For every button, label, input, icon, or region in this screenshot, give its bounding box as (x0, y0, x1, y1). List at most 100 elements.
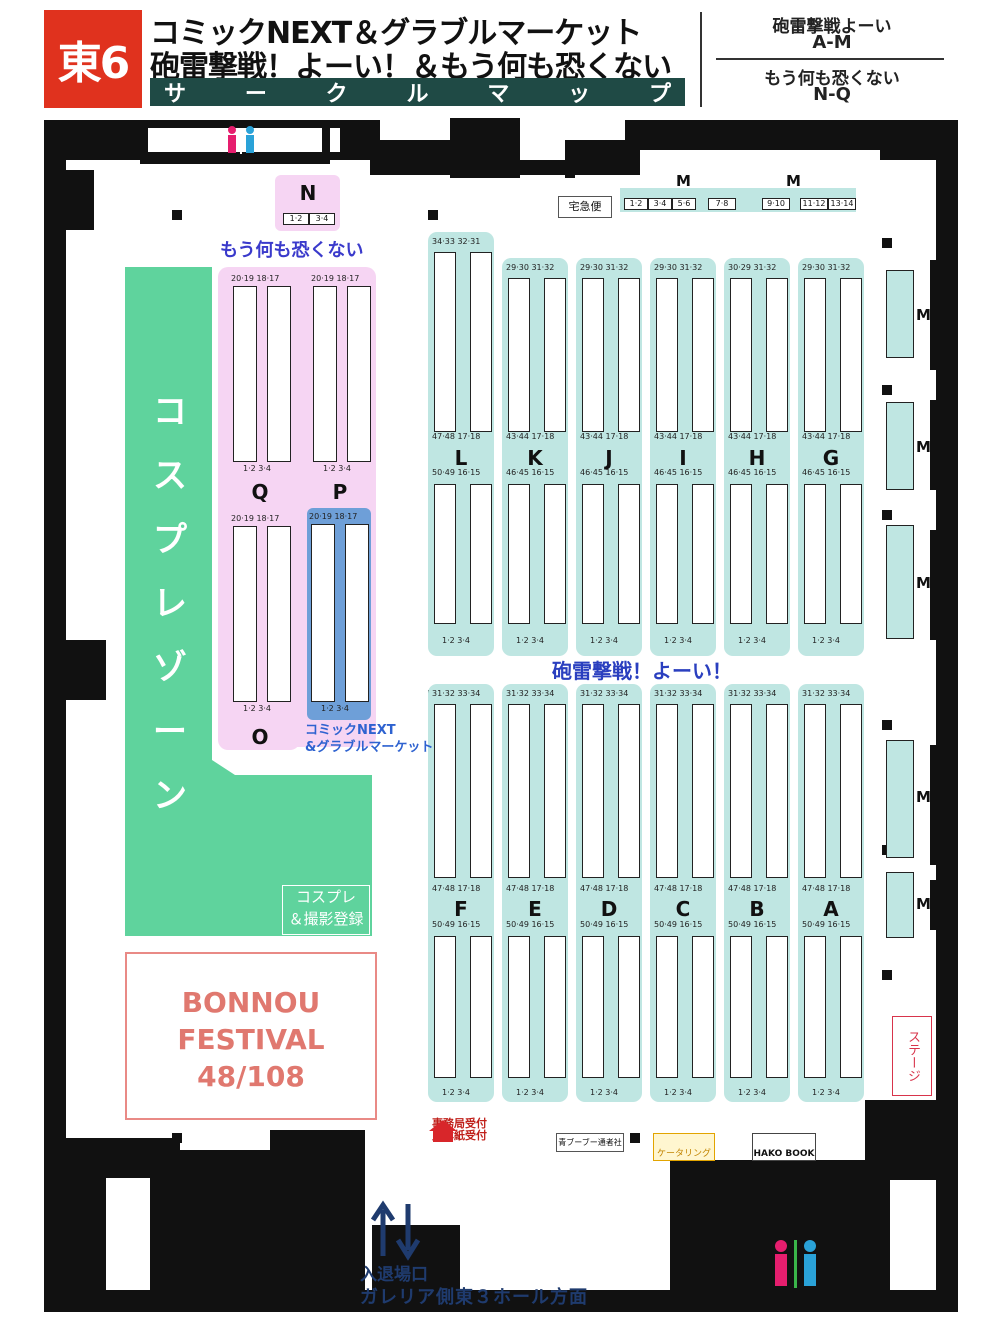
booth-row[interactable] (470, 704, 492, 878)
booth-row[interactable] (544, 278, 566, 432)
booth-row[interactable] (656, 704, 678, 878)
m-booth[interactable]: 13·14 (828, 198, 856, 210)
subtitle-char: ク (325, 82, 348, 107)
booth-row[interactable] (582, 484, 604, 624)
island-head-label: 29·30 31·32 (654, 263, 703, 272)
booth-takkyubin[interactable]: 宅急便 (558, 196, 612, 218)
booth-row[interactable] (840, 278, 862, 432)
m-booth[interactable]: 5·6 (672, 198, 696, 210)
m-wall-block[interactable] (886, 872, 914, 938)
legend-range-2: N-Q (813, 84, 851, 105)
booth-row[interactable] (544, 936, 566, 1078)
n-booth[interactable]: 1·2 (283, 213, 309, 225)
booth-row[interactable] (804, 704, 826, 878)
island-foot-label: 1·2 3·4 (664, 636, 692, 645)
booth-row[interactable] (311, 524, 335, 702)
stage[interactable]: ステージ (892, 1016, 932, 1096)
m-wall-block[interactable] (886, 740, 914, 858)
island-mid-label: 43·44 17·18 (802, 432, 851, 441)
booth-row[interactable] (804, 936, 826, 1078)
booth-hako-book[interactable]: HAKO BOOK (752, 1133, 816, 1161)
booth-row[interactable] (692, 278, 714, 432)
booth-row[interactable] (508, 278, 530, 432)
subtitle-char: サ (164, 82, 187, 107)
booth-publisher[interactable]: 青ブーブー通者社 (556, 1133, 624, 1152)
booth-catering[interactable]: ケータリング (653, 1133, 715, 1161)
booth-row[interactable] (656, 484, 678, 624)
booth-row[interactable] (618, 936, 640, 1078)
booth-row[interactable] (692, 484, 714, 624)
booth-row[interactable] (730, 936, 752, 1078)
legend-divider (716, 58, 944, 60)
booth-row[interactable] (508, 484, 530, 624)
booth-row[interactable] (434, 252, 456, 432)
island-mid-label: 47·48 17·18 (580, 884, 629, 893)
subtitle-char: ッ (568, 82, 591, 107)
booth-row[interactable] (730, 484, 752, 624)
m-booth[interactable]: 9·10 (762, 198, 790, 210)
entrance-label: 入退場口 (360, 1265, 428, 1285)
block-label-o: O (251, 725, 269, 749)
cosplay-char: ス (153, 456, 187, 496)
block-label-m: M (916, 306, 931, 324)
island-mid-label: 47·48 17·18 (432, 884, 481, 893)
booth-row[interactable] (618, 278, 640, 432)
block-label-bottom-5: A (823, 897, 839, 921)
booth-row[interactable] (582, 936, 604, 1078)
booth-row[interactable] (267, 526, 291, 702)
booth-row[interactable] (508, 936, 530, 1078)
booth-row[interactable] (508, 704, 530, 878)
m-booth[interactable]: 1·2 (624, 198, 648, 210)
booth-row[interactable] (692, 936, 714, 1078)
island-mid-label: 47·48 17·18 (506, 884, 555, 893)
booth-row[interactable] (766, 278, 788, 432)
booth-row[interactable] (470, 252, 492, 432)
booth-row[interactable] (766, 936, 788, 1078)
booth-row[interactable] (434, 704, 456, 878)
booth-row[interactable] (470, 484, 492, 624)
booth-row[interactable] (582, 704, 604, 878)
booth-row[interactable] (656, 278, 678, 432)
block-label-0: L (454, 446, 468, 470)
subtitle-char: ー (244, 82, 267, 107)
m-wall-block[interactable] (886, 525, 914, 639)
m-wall-block[interactable] (886, 270, 914, 358)
booth-row[interactable] (434, 936, 456, 1078)
booth-row[interactable] (840, 704, 862, 878)
bonnou-label: BONNOU (181, 986, 321, 1019)
booth-row[interactable] (730, 278, 752, 432)
booth-row[interactable] (347, 286, 371, 462)
booth-row[interactable] (313, 286, 337, 462)
booth-row[interactable] (656, 936, 678, 1078)
booth-row[interactable] (267, 286, 291, 462)
booth-row[interactable] (766, 484, 788, 624)
booth-row[interactable] (345, 524, 369, 702)
booth-row[interactable] (804, 484, 826, 624)
booth-row[interactable] (582, 278, 604, 432)
booth-row[interactable] (766, 704, 788, 878)
booth-row[interactable] (544, 484, 566, 624)
booth-row[interactable] (434, 484, 456, 624)
booth-row[interactable] (470, 936, 492, 1078)
booth-row[interactable] (233, 526, 257, 702)
booth-row[interactable] (730, 704, 752, 878)
booth-row[interactable] (233, 286, 257, 462)
booth-row[interactable] (840, 936, 862, 1078)
booth-row[interactable] (692, 704, 714, 878)
entrance-direction-label: ガレリア側東３ホール方面 (360, 1287, 588, 1308)
booth-row[interactable] (840, 484, 862, 624)
m-wall-block[interactable] (886, 402, 914, 490)
cosplay-char: コ (153, 392, 187, 432)
island-mid-label: 50·49 16·15 (580, 920, 629, 929)
m-booth[interactable]: 11·12 (800, 198, 828, 210)
island-foot-label: 1·2 3·4 (738, 1088, 766, 1097)
m-booth[interactable]: 3·4 (648, 198, 672, 210)
booth-row[interactable] (618, 704, 640, 878)
booth-row[interactable] (804, 278, 826, 432)
block-label-p: P (332, 480, 348, 504)
booth-row[interactable] (544, 704, 566, 878)
m-booth[interactable]: 7·8 (708, 198, 736, 210)
island-foot-label: 1·2 3·4 (323, 464, 351, 473)
n-booth[interactable]: 3·4 (309, 213, 335, 225)
booth-row[interactable] (618, 484, 640, 624)
